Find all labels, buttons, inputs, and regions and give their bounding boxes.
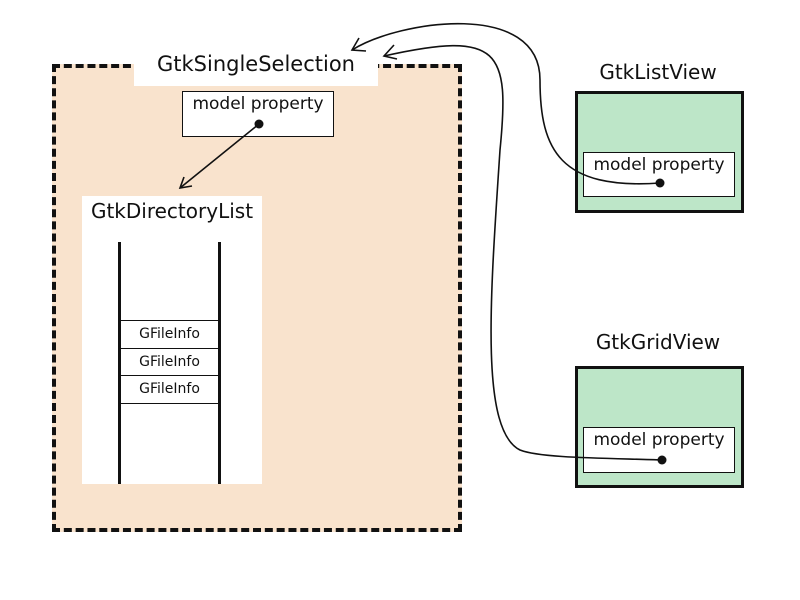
directory-list-title: GtkDirectoryList xyxy=(90,199,254,223)
file-info-item: GFileInfo xyxy=(121,375,218,402)
file-info-item: GFileInfo xyxy=(121,320,218,347)
directory-list-left-rail xyxy=(118,242,121,484)
single-selection-title: GtkSingleSelection xyxy=(134,46,378,86)
grid-view-title: GtkGridView xyxy=(595,330,721,354)
list-view-model-property: model property xyxy=(583,152,735,197)
directory-list-container xyxy=(82,196,262,484)
list-view-title: GtkListView xyxy=(599,60,717,84)
file-info-divider xyxy=(121,403,218,404)
single-selection-model-property: model property xyxy=(182,91,334,137)
grid-view-model-property: model property xyxy=(583,427,735,473)
file-info-item: GFileInfo xyxy=(121,348,218,375)
directory-list-right-rail xyxy=(218,242,221,484)
arrowhead-icon xyxy=(382,44,398,60)
